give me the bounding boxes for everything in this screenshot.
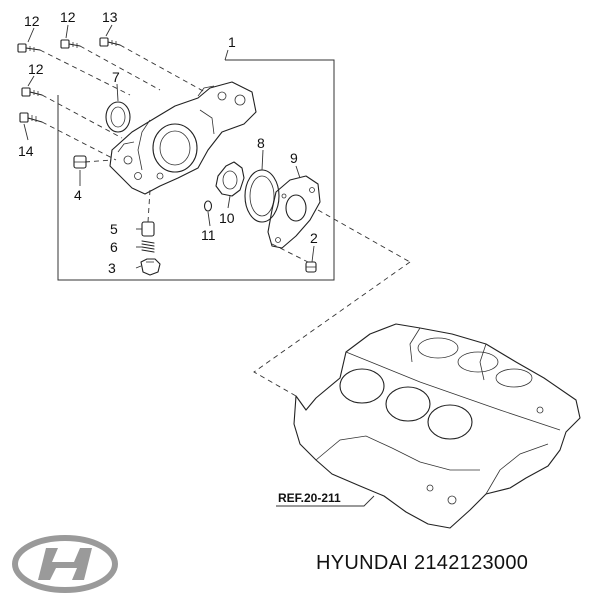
callout-14: 14 bbox=[18, 143, 34, 159]
bolt-12-top-left bbox=[17, 43, 41, 53]
bolt-13 bbox=[99, 37, 121, 47]
oil-pump-housing bbox=[109, 81, 257, 195]
assembly-frame bbox=[57, 59, 335, 281]
relief-plunger-5 bbox=[141, 221, 155, 237]
callout-11: 11 bbox=[201, 227, 216, 243]
callout-12-left: 12 bbox=[28, 61, 44, 77]
callout-1: 1 bbox=[228, 34, 236, 50]
parts-diagram: 1 2 3 4 5 6 7 8 9 10 11 12 12 12 13 14 R… bbox=[17, 9, 581, 529]
inner-rotor-10 bbox=[215, 161, 245, 197]
callout-4: 4 bbox=[74, 187, 82, 203]
pump-cover-9 bbox=[267, 175, 321, 249]
plug-4 bbox=[73, 155, 87, 169]
caption-text: HYUNDAI 2142123000 bbox=[316, 552, 529, 574]
relief-spring-6 bbox=[141, 240, 155, 253]
callout-5: 5 bbox=[110, 221, 118, 237]
relief-plug-3 bbox=[140, 258, 161, 276]
callout-10: 10 bbox=[219, 210, 235, 226]
callout-9: 9 bbox=[290, 150, 298, 166]
callout-12-top-middle: 12 bbox=[60, 9, 76, 25]
outer-rotor-8 bbox=[244, 169, 280, 223]
bolt-14 bbox=[19, 112, 43, 123]
callout-7: 7 bbox=[112, 69, 120, 85]
reference-label: REF.20-211 bbox=[278, 491, 341, 505]
bolt-12-top-middle bbox=[60, 39, 81, 49]
cylinder-block bbox=[293, 323, 581, 529]
screw-2 bbox=[305, 261, 317, 273]
hyundai-logo-icon bbox=[12, 535, 118, 593]
oil-seal-7 bbox=[105, 101, 131, 133]
callout-13: 13 bbox=[102, 9, 118, 25]
bolt-12-left bbox=[21, 87, 43, 97]
callout-8: 8 bbox=[257, 135, 265, 151]
callout-3: 3 bbox=[108, 260, 116, 276]
callout-2: 2 bbox=[310, 230, 318, 246]
callout-6: 6 bbox=[110, 239, 118, 255]
callout-12-top-left: 12 bbox=[24, 13, 40, 29]
o-ring-11 bbox=[203, 200, 213, 212]
